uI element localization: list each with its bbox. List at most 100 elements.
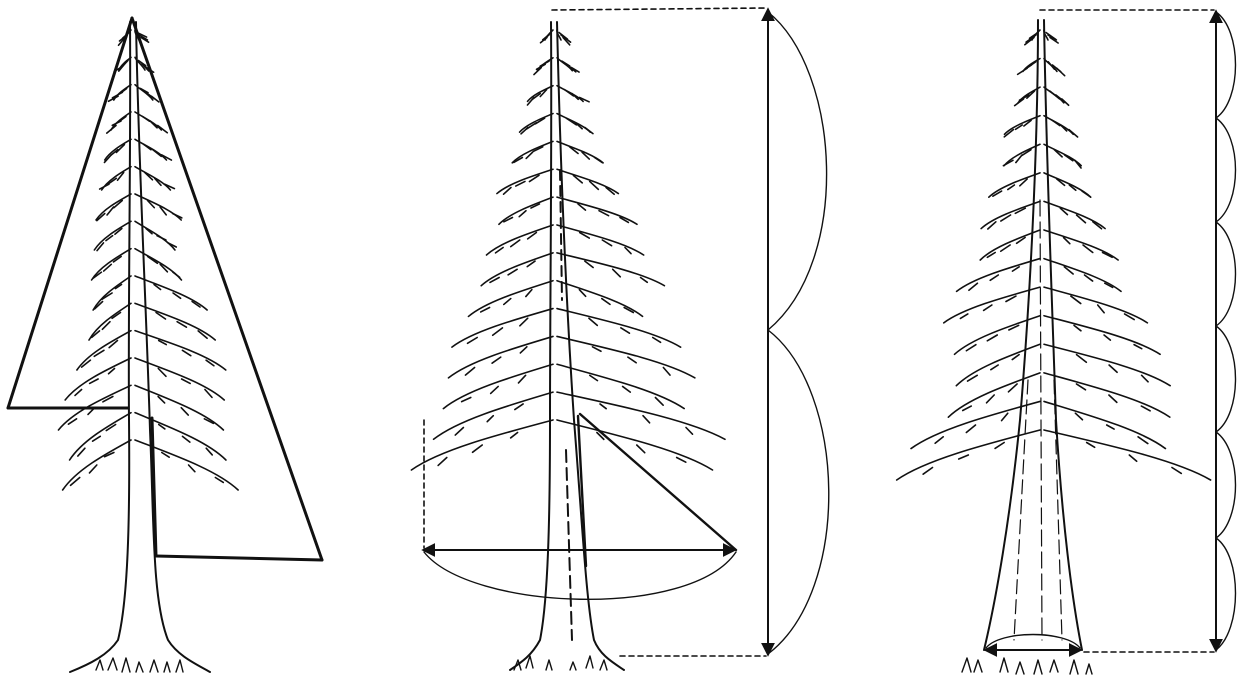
lower-arc xyxy=(768,330,829,654)
needle-stroke xyxy=(966,425,975,432)
branch-stroke xyxy=(1044,430,1211,480)
triangle-left-side xyxy=(8,18,132,408)
needle-stroke xyxy=(511,240,520,247)
branch-stroke xyxy=(135,249,181,280)
needle-stroke xyxy=(1104,335,1110,340)
needle-stroke xyxy=(987,335,997,341)
needle-stroke xyxy=(655,398,663,406)
left-trunk xyxy=(70,22,210,672)
middle-base-arc xyxy=(424,552,736,599)
branch-stroke xyxy=(557,364,684,408)
branch-stroke xyxy=(557,336,695,377)
needle-stroke xyxy=(465,368,474,376)
branch-stroke xyxy=(1044,373,1170,417)
needle-stroke xyxy=(623,386,631,392)
right-trunk xyxy=(984,20,1082,650)
needle-stroke xyxy=(990,275,998,280)
needle-stroke xyxy=(158,126,168,133)
small-arc-3 xyxy=(1216,222,1236,326)
triangle-construction-lines xyxy=(8,18,322,560)
branch-stroke xyxy=(557,58,572,71)
needle-stroke xyxy=(153,150,162,157)
right-grass xyxy=(962,658,1092,674)
needle-stroke xyxy=(621,328,630,333)
middle-grass xyxy=(514,656,607,670)
branch-stroke xyxy=(135,413,226,460)
right-branches xyxy=(897,30,1211,480)
branch-stroke xyxy=(557,253,664,286)
left-tree-panel xyxy=(8,18,322,672)
needle-stroke xyxy=(987,395,995,403)
middle-tree-panel xyxy=(411,8,828,670)
needle-stroke xyxy=(93,436,101,441)
needle-stroke xyxy=(1008,384,1017,392)
needle-stroke xyxy=(438,458,447,466)
needle-stroke xyxy=(960,314,967,319)
needle-stroke xyxy=(143,117,150,122)
right-base-arc xyxy=(986,635,1080,649)
needle-stroke xyxy=(520,318,528,326)
needle-stroke xyxy=(487,416,493,422)
needle-stroke xyxy=(491,386,499,393)
needle-stroke xyxy=(969,283,978,290)
needle-stroke xyxy=(923,468,932,475)
needle-stroke xyxy=(1026,35,1036,42)
middle-dotted-guides xyxy=(424,8,766,656)
branch-stroke xyxy=(557,141,603,162)
needle-stroke xyxy=(613,269,621,276)
needle-stroke xyxy=(455,428,463,436)
small-arc-2 xyxy=(1216,118,1236,222)
small-arc-5 xyxy=(1216,432,1236,538)
needle-stroke xyxy=(1098,305,1104,313)
triangle-base-right xyxy=(156,556,322,560)
right-tree-panel xyxy=(897,10,1236,674)
needle-stroke xyxy=(1107,425,1114,429)
needle-stroke xyxy=(473,445,483,452)
needle-stroke xyxy=(1082,191,1090,197)
upper-arc xyxy=(768,12,827,330)
needle-stroke xyxy=(641,278,648,283)
needle-stroke xyxy=(89,465,96,473)
needle-stroke xyxy=(628,357,636,363)
needle-stroke xyxy=(181,408,188,415)
needle-stroke xyxy=(1109,395,1117,402)
needle-stroke xyxy=(595,158,603,163)
needle-stroke xyxy=(504,299,511,305)
needle-stroke xyxy=(492,357,501,363)
needle-stroke xyxy=(1074,325,1081,330)
left-branches xyxy=(58,30,238,490)
middle-height-arcs xyxy=(768,12,829,654)
needle-stroke xyxy=(518,375,525,383)
needle-stroke xyxy=(963,406,972,410)
needle-stroke xyxy=(182,436,189,442)
needle-stroke xyxy=(493,328,503,335)
left-grass xyxy=(96,658,183,672)
needle-stroke xyxy=(519,211,526,217)
needle-stroke xyxy=(100,184,109,189)
needle-stroke xyxy=(462,398,471,402)
needle-stroke xyxy=(643,416,650,423)
needle-stroke xyxy=(1109,365,1117,372)
needle-stroke xyxy=(1077,355,1087,363)
small-arc-6 xyxy=(1216,538,1236,650)
needle-stroke xyxy=(75,390,82,396)
needle-stroke xyxy=(653,338,661,343)
needle-stroke xyxy=(1141,406,1150,411)
needle-stroke xyxy=(189,465,195,472)
needle-stroke xyxy=(526,290,532,297)
needle-stroke xyxy=(686,428,693,435)
needle-stroke xyxy=(515,404,523,410)
needle-stroke xyxy=(1057,68,1065,75)
right-height-arcs xyxy=(1216,12,1236,650)
branch-stroke xyxy=(1044,344,1170,385)
right-dotted-guides xyxy=(1040,10,1214,652)
small-arc-4 xyxy=(1216,326,1236,432)
needle-stroke xyxy=(1018,68,1028,74)
needle-stroke xyxy=(592,347,601,351)
needle-stroke xyxy=(173,272,180,277)
needle-stroke xyxy=(1087,443,1095,448)
needle-stroke xyxy=(511,433,518,438)
needle-stroke xyxy=(984,305,992,310)
